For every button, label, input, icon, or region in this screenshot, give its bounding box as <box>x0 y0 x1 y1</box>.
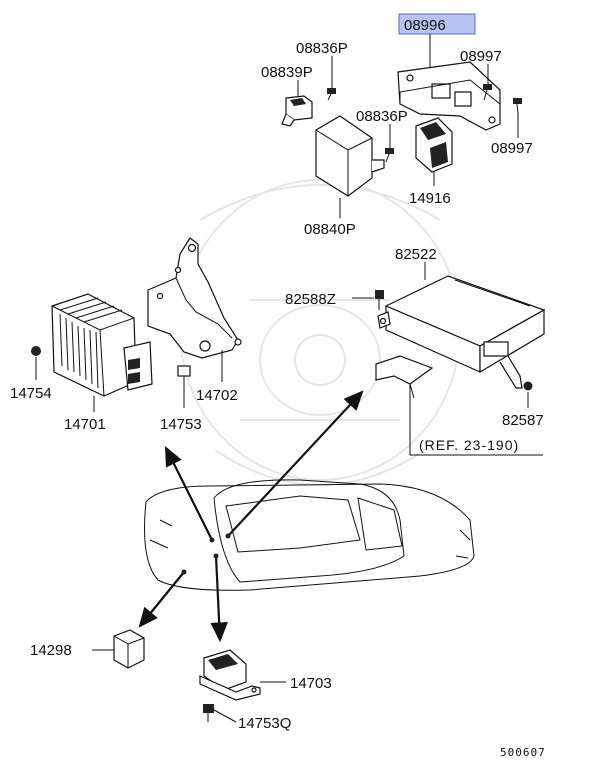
bolt-82588Z[interactable] <box>375 290 384 310</box>
part-14916-relay[interactable] <box>415 117 453 173</box>
label-14753Q[interactable]: 14753Q <box>238 715 291 732</box>
label-14298[interactable]: 14298 <box>30 642 72 659</box>
label-08997-bottom[interactable]: 08997 <box>491 140 533 157</box>
label-14701[interactable]: 14701 <box>64 416 106 433</box>
part-82522-module[interactable] <box>375 275 546 399</box>
part-08996-highlight <box>398 13 476 35</box>
label-82588Z[interactable]: 82588Z <box>285 291 336 308</box>
bolt-08997-top[interactable] <box>483 84 492 101</box>
diagram-code: 500607 <box>500 746 546 759</box>
label-14916[interactable]: 14916 <box>409 190 451 207</box>
part-14703-relay[interactable] <box>199 649 261 701</box>
bolt-14753Q[interactable] <box>203 704 214 722</box>
part-08840P-unit[interactable] <box>315 115 385 197</box>
label-14702[interactable]: 14702 <box>196 387 238 404</box>
part-08996-bracket[interactable] <box>397 61 501 131</box>
label-08996[interactable]: 08996 <box>404 17 446 34</box>
label-14754[interactable]: 14754 <box>10 385 52 402</box>
label-08836P-top[interactable]: 08836P <box>296 40 348 57</box>
nut-14754[interactable] <box>31 346 41 356</box>
label-08839P[interactable]: 08839P <box>261 64 313 81</box>
vehicle-outline <box>144 479 475 591</box>
part-14298-relay[interactable] <box>113 629 145 669</box>
label-14703[interactable]: 14703 <box>290 675 332 692</box>
label-82522[interactable]: 82522 <box>395 246 437 263</box>
label-08997-top[interactable]: 08997 <box>460 48 502 65</box>
part-14701-controller[interactable] <box>51 293 153 397</box>
bolt-14753[interactable] <box>177 365 191 386</box>
label-08840P[interactable]: 08840P <box>304 221 356 238</box>
nut-82587[interactable] <box>523 381 533 391</box>
bolt-08836P-top[interactable] <box>327 88 336 101</box>
part-14702-bracket[interactable] <box>147 237 242 359</box>
label-ref-23-190[interactable]: (REF. 23-190) <box>419 437 519 453</box>
label-82587[interactable]: 82587 <box>502 412 544 429</box>
label-08836P-mid[interactable]: 08836P <box>356 108 408 125</box>
part-08839P-sensor[interactable] <box>281 95 313 127</box>
bolt-08836P-mid[interactable] <box>385 148 394 163</box>
label-14753[interactable]: 14753 <box>160 416 202 433</box>
callout-arrows <box>138 390 364 643</box>
bolt-08997-bottom[interactable] <box>513 98 522 115</box>
